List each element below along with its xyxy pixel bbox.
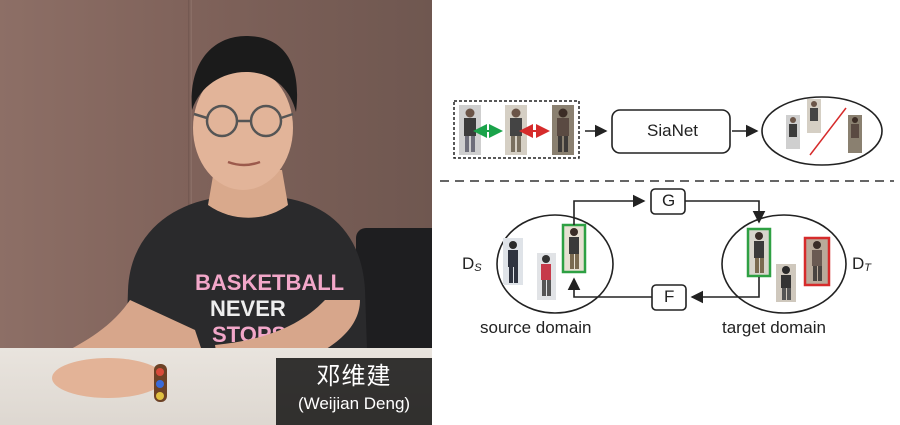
english-name: (Weijian Deng)	[297, 394, 411, 413]
target-symbol: DT	[852, 254, 872, 274]
person-crop-3	[552, 105, 574, 155]
wall-corner	[188, 0, 192, 300]
svg-text:NEVER: NEVER	[210, 296, 286, 321]
source-symbol: DS	[462, 254, 482, 274]
input-triplet	[453, 100, 580, 159]
person-crop-2	[505, 105, 527, 155]
output-embedding	[761, 96, 883, 166]
f-path-up	[567, 277, 652, 298]
name-caption: 邓维建 (Weijian Deng)	[276, 358, 432, 425]
target-domain-label: target domain	[722, 318, 826, 337]
f-path-left	[690, 277, 760, 304]
source-domain-label: source domain	[480, 318, 592, 337]
chinese-name: 邓维建	[316, 362, 392, 390]
person-crop-1	[459, 105, 481, 155]
f-label: F	[664, 287, 675, 306]
g-path-up	[573, 194, 646, 225]
svg-text:BASKETBALL: BASKETBALL	[195, 270, 344, 295]
source-samples	[503, 223, 587, 300]
hands-foreground	[52, 358, 167, 402]
sianet-label: SiaNet	[647, 121, 699, 140]
reid-diagram: SiaNet G F DS DT source domain target do…	[432, 0, 900, 425]
g-label: G	[662, 191, 676, 210]
g-path-down	[685, 200, 766, 224]
portrait-photo: BASKETBALL NEVER STOPS 邓维建 (Weijian Deng…	[0, 0, 432, 425]
target-samples	[746, 227, 831, 302]
sianet-box	[611, 109, 731, 154]
person-illustration: BASKETBALL NEVER STOPS	[54, 35, 368, 402]
